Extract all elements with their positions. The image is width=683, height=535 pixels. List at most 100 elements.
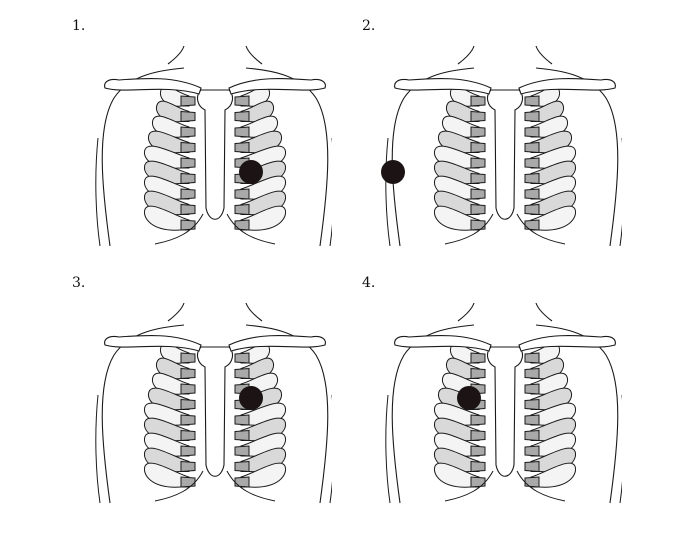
costal-cartilage — [234, 188, 250, 200]
costal-cartilage — [234, 476, 250, 488]
costal-cartilage — [524, 367, 540, 380]
costal-cartilage — [524, 414, 540, 426]
clavicle-right — [228, 77, 326, 95]
panel-label: 1. — [72, 18, 86, 34]
costal-cartilage — [524, 141, 540, 154]
costal-cartilage — [524, 460, 540, 473]
rib — [143, 462, 190, 488]
arm-outline — [385, 137, 622, 247]
costal-cartilage — [234, 352, 250, 364]
rib — [240, 205, 287, 231]
costal-margin — [444, 470, 566, 502]
ribcage-illustration — [385, 302, 622, 504]
electrode-marker — [381, 160, 405, 184]
rib — [530, 462, 577, 488]
costal-cartilage — [524, 126, 540, 138]
ribcage-illustration — [95, 45, 332, 247]
costal-cartilage — [524, 352, 540, 364]
torso-outline — [101, 67, 329, 247]
neck-outline — [167, 45, 263, 65]
clavicle-right — [518, 334, 616, 352]
costal-cartilage — [180, 367, 196, 380]
costal-cartilage — [180, 460, 196, 473]
neck-outline — [167, 302, 263, 322]
torso-outline — [101, 324, 329, 504]
costal-cartilage — [234, 95, 250, 107]
costal-cartilage — [470, 445, 486, 457]
costal-cartilage — [470, 203, 486, 216]
costal-cartilage — [470, 352, 486, 364]
rib — [433, 462, 480, 488]
costal-cartilage — [470, 476, 486, 488]
costal-cartilage — [524, 398, 540, 411]
arm-outline — [385, 394, 622, 504]
costal-cartilage — [180, 398, 196, 411]
costal-cartilage — [234, 126, 250, 138]
costal-cartilage — [180, 429, 196, 442]
clavicle-left — [394, 77, 492, 95]
costal-cartilage — [470, 95, 486, 107]
diagram-panel-4: 4. — [362, 275, 662, 515]
costal-cartilage — [470, 188, 486, 200]
neck-outline — [457, 302, 553, 322]
costal-cartilage — [180, 203, 196, 216]
costal-cartilage — [180, 110, 196, 123]
costal-cartilage — [234, 445, 250, 457]
costal-cartilage — [524, 157, 540, 169]
diagram-panel-2: 2. — [362, 18, 662, 258]
rib — [530, 205, 577, 231]
costal-cartilage — [524, 188, 540, 200]
sternum — [196, 89, 234, 220]
costal-cartilage — [234, 460, 250, 473]
clavicle-left — [394, 334, 492, 352]
costal-cartilage — [180, 219, 196, 231]
neck-outline — [457, 45, 553, 65]
costal-cartilage — [524, 95, 540, 107]
arm-outline — [95, 137, 332, 247]
costal-cartilage — [180, 172, 196, 185]
costal-cartilage — [234, 219, 250, 231]
panel-label: 2. — [362, 18, 376, 34]
costal-cartilage — [524, 203, 540, 216]
costal-margin — [154, 213, 276, 245]
panel-label: 4. — [362, 275, 376, 291]
torso-outline — [391, 324, 619, 504]
costal-cartilage — [180, 414, 196, 426]
electrode-marker — [239, 160, 263, 184]
costal-cartilage — [470, 172, 486, 185]
costal-cartilage — [524, 110, 540, 123]
costal-cartilage — [470, 367, 486, 380]
electrode-marker — [457, 386, 481, 410]
arm-outline — [95, 394, 332, 504]
costal-cartilage — [234, 414, 250, 426]
rib — [143, 205, 190, 231]
diagram-panel-1: 1. — [72, 18, 372, 258]
costal-cartilage — [470, 157, 486, 169]
costal-cartilage — [470, 110, 486, 123]
ribcage-illustration — [95, 302, 332, 504]
costal-cartilage — [234, 203, 250, 216]
costal-margin — [154, 470, 276, 502]
sternum — [486, 89, 524, 220]
costal-cartilage — [470, 126, 486, 138]
costal-cartilage — [180, 445, 196, 457]
costal-cartilage — [524, 445, 540, 457]
costal-cartilage — [180, 126, 196, 138]
costal-cartilage — [470, 219, 486, 231]
costal-cartilage — [180, 383, 196, 395]
diagram-panel-3: 3. — [72, 275, 372, 515]
costal-cartilage — [180, 141, 196, 154]
panel-label: 3. — [72, 275, 86, 291]
rib — [240, 462, 287, 488]
costal-cartilage — [470, 414, 486, 426]
costal-cartilage — [524, 219, 540, 231]
costal-cartilage — [470, 429, 486, 442]
costal-cartilage — [180, 188, 196, 200]
costal-cartilage — [524, 383, 540, 395]
costal-cartilage — [180, 95, 196, 107]
costal-cartilage — [234, 429, 250, 442]
clavicle-left — [104, 77, 202, 95]
sternum — [196, 346, 234, 477]
costal-cartilage — [524, 429, 540, 442]
clavicle-right — [518, 77, 616, 95]
